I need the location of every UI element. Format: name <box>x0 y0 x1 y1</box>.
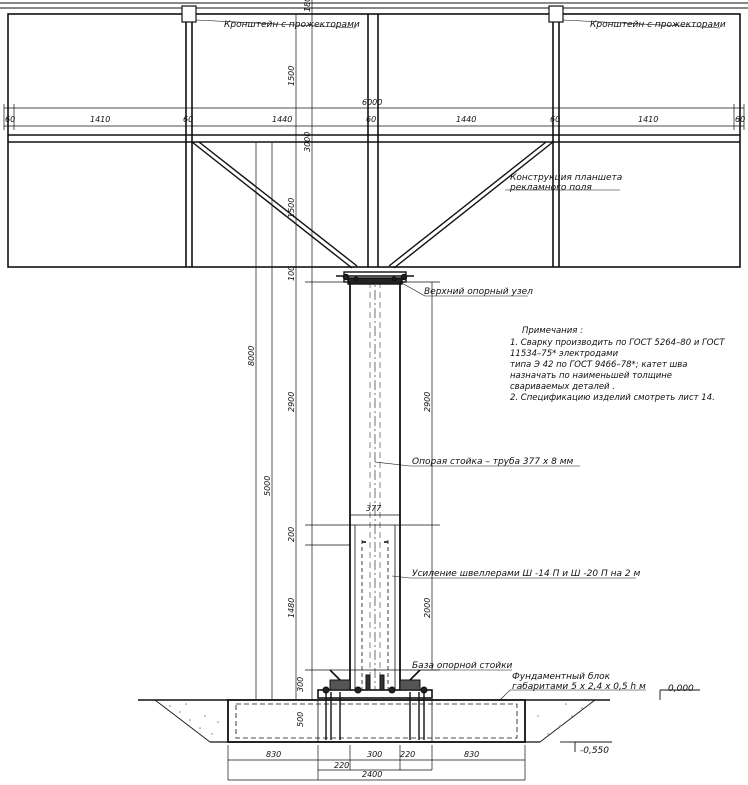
label-level-zero: 0,000 <box>668 684 694 694</box>
label-top-support-node: Верхний опорный узел <box>424 287 533 297</box>
notes-block: Примечания : 1. Сварку производить по ГО… <box>510 326 725 403</box>
bracket-left-block <box>181 5 197 23</box>
dim-w-377: 377 <box>366 504 382 513</box>
top-chord <box>0 2 748 9</box>
soil-hatch <box>169 703 583 735</box>
label-panel-structure-1: Конструкция планшета <box>510 173 622 183</box>
bottom-dim-lines <box>227 745 526 781</box>
label-panel-structure-2: рекламного поля <box>509 183 592 193</box>
billboard-frame <box>7 13 741 268</box>
top-support-node <box>336 271 414 285</box>
dim-1440-right: 1440 <box>456 115 476 124</box>
dim-b-300: 300 <box>367 750 382 759</box>
dim-60-b: 60 <box>183 115 193 124</box>
dim-60-a: 60 <box>5 115 15 124</box>
notes-heading: Примечания : <box>522 326 583 336</box>
dim-h-1480: 1480 <box>287 598 296 618</box>
dim-total-6000: 6000 <box>362 98 382 107</box>
dim-60-d: 60 <box>550 115 560 124</box>
dim-h-3000: 3000 <box>303 132 312 152</box>
notes-line-4: назначать по наименьшей толщине <box>510 371 672 381</box>
dim-h-2000: 2000 <box>423 598 432 618</box>
dim-h-2900-right: 2900 <box>423 392 432 412</box>
diagonal-braces <box>191 141 554 269</box>
dim-h-500: 500 <box>296 712 305 727</box>
notes-line-6: 2. Спецификацию изделий смотреть лист 14… <box>510 393 715 403</box>
support-post <box>349 272 401 700</box>
dim-1410-right: 1410 <box>638 115 658 124</box>
post-base <box>317 669 433 740</box>
dim-b-220-b: 220 <box>400 750 415 759</box>
notes-line-1: 1. Сварку производить по ГОСТ 5264–80 и … <box>510 338 725 348</box>
bracket-right-block <box>548 5 564 23</box>
label-post-base: База опорной стойки <box>412 661 513 671</box>
dim-h-1500-bottom: 1500 <box>287 198 296 218</box>
dim-h-100: 100 <box>287 266 296 281</box>
label-foundation-2: габаритами 5 х 2,4 х 0,5 h м <box>512 682 646 692</box>
vertical-dim-lines <box>255 0 440 701</box>
label-reinforcement: Усиление швеллерами Ш -14 П и Ш -20 П на… <box>412 569 640 579</box>
dim-h-2900-left: 2900 <box>287 392 296 412</box>
dim-h-300: 300 <box>296 677 305 692</box>
label-level-minus: -0,550 <box>580 746 609 756</box>
label-bracket-right: Кронштейн с прожекторами <box>590 20 726 30</box>
foundation <box>138 699 610 743</box>
dim-b-220-a: 220 <box>334 761 349 770</box>
leader-lines <box>195 19 721 701</box>
notes-line-2: 11534–75* электродами <box>510 349 619 359</box>
horizontal-dim-lines <box>3 104 745 130</box>
label-support-post: Опорая стойка – труба 377 х 8 мм <box>412 457 574 467</box>
dim-h-200: 200 <box>287 527 296 542</box>
dim-b-830-right: 830 <box>464 750 479 759</box>
dim-60-e: 60 <box>735 115 745 124</box>
dim-b-2400: 2400 <box>362 770 382 779</box>
dim-h-8000: 8000 <box>247 346 256 366</box>
dim-1410-left: 1410 <box>90 115 110 124</box>
level-markers <box>560 689 700 752</box>
notes-line-5: свариваемых деталей . <box>510 382 615 392</box>
dim-b-830-left: 830 <box>266 750 281 759</box>
reinforcement-channels <box>354 525 396 690</box>
notes-line-3: типа Э 42 по ГОСТ 9466–78*; катет шва <box>510 360 688 370</box>
dim-60-c: 60 <box>366 115 376 124</box>
label-bracket-left: Кронштейн с прожекторами <box>224 20 360 30</box>
dim-h-5000: 5000 <box>263 476 272 496</box>
label-foundation-1: Фундаментный блок <box>512 672 611 682</box>
dim-1440-left: 1440 <box>272 115 292 124</box>
dim-h-1500-top: 1500 <box>287 66 296 86</box>
dim-h-180: 180 <box>303 0 312 12</box>
